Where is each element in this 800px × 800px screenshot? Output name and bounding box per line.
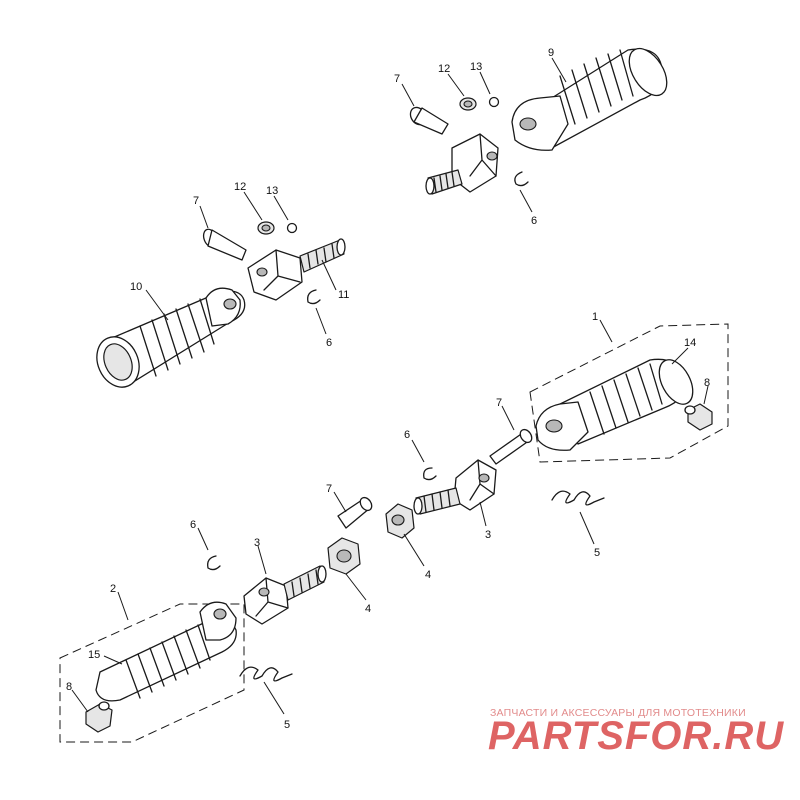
pin-7-top-right (409, 106, 449, 135)
footpeg-9 (511, 47, 668, 151)
callout-13: 13 (470, 61, 482, 73)
callout-7: 7 (326, 483, 332, 495)
spring-5-left (239, 666, 293, 682)
spring-5-right (551, 490, 605, 506)
leader-lines (71, 57, 709, 715)
callout-4: 4 (425, 569, 431, 581)
callout-6: 6 (531, 215, 537, 227)
callout-6: 6 (404, 429, 410, 441)
callout-3: 3 (254, 537, 260, 549)
footpeg-15 (95, 601, 237, 702)
ball-13-mid-left (286, 222, 298, 234)
callout-5: 5 (284, 719, 290, 731)
washer-12-top-right (459, 97, 477, 111)
callout-1: 1 (592, 311, 598, 323)
pin-7-right-mid (489, 428, 533, 465)
footpeg-14 (535, 358, 694, 451)
clip-6-mid-left (307, 289, 321, 305)
callout-3: 3 (485, 529, 491, 541)
nut-4-left (327, 537, 361, 575)
callout-4: 4 (365, 603, 371, 615)
bolt-8-right (684, 403, 713, 431)
footpeg-10 (96, 287, 246, 388)
bolt-8-left (85, 701, 113, 733)
callout-9: 9 (548, 47, 554, 59)
pin-7-left-mid (337, 496, 373, 529)
callout-7: 7 (193, 195, 199, 207)
bracket-3-left (243, 565, 327, 625)
callout-14: 14 (684, 337, 696, 349)
callout-11: 11 (338, 289, 349, 301)
bracket-top-right (425, 133, 499, 195)
bracket-3-right (413, 459, 497, 515)
callout-8: 8 (66, 681, 72, 693)
callout-15: 15 (88, 649, 100, 661)
callout-6: 6 (190, 519, 196, 531)
ball-13-top-right (488, 96, 500, 108)
washer-12-mid-left (257, 221, 275, 235)
callout-7: 7 (496, 397, 502, 409)
clip-6-top-right (514, 171, 529, 187)
callout-labels: 9 7 12 13 6 7 12 13 11 10 6 1 14 8 7 6 3… (66, 47, 710, 731)
callout-8: 8 (704, 377, 710, 389)
callout-7: 7 (394, 73, 400, 85)
callout-12: 12 (234, 181, 246, 193)
pin-7-mid-left (202, 228, 247, 261)
nut-4-right (385, 503, 415, 539)
clip-6-right-mid (423, 467, 437, 481)
callout-12: 12 (438, 63, 450, 75)
assembly-1-dashed-box (529, 323, 729, 463)
callout-13: 13 (266, 185, 278, 197)
assembly-2-dashed-box (59, 603, 245, 743)
callout-2: 2 (110, 583, 116, 595)
callout-5: 5 (594, 547, 600, 559)
clip-6-left-mid (207, 555, 221, 571)
callout-6: 6 (326, 337, 332, 349)
callout-10: 10 (130, 281, 142, 293)
bracket-11 (247, 238, 346, 301)
watermark-subtitle: ЗАПЧАСТИ И АКСЕССУАРЫ ДЛЯ МОТОТЕХНИКИ (490, 707, 746, 719)
watermark-logo: PARTSFOR.RU (488, 714, 785, 758)
